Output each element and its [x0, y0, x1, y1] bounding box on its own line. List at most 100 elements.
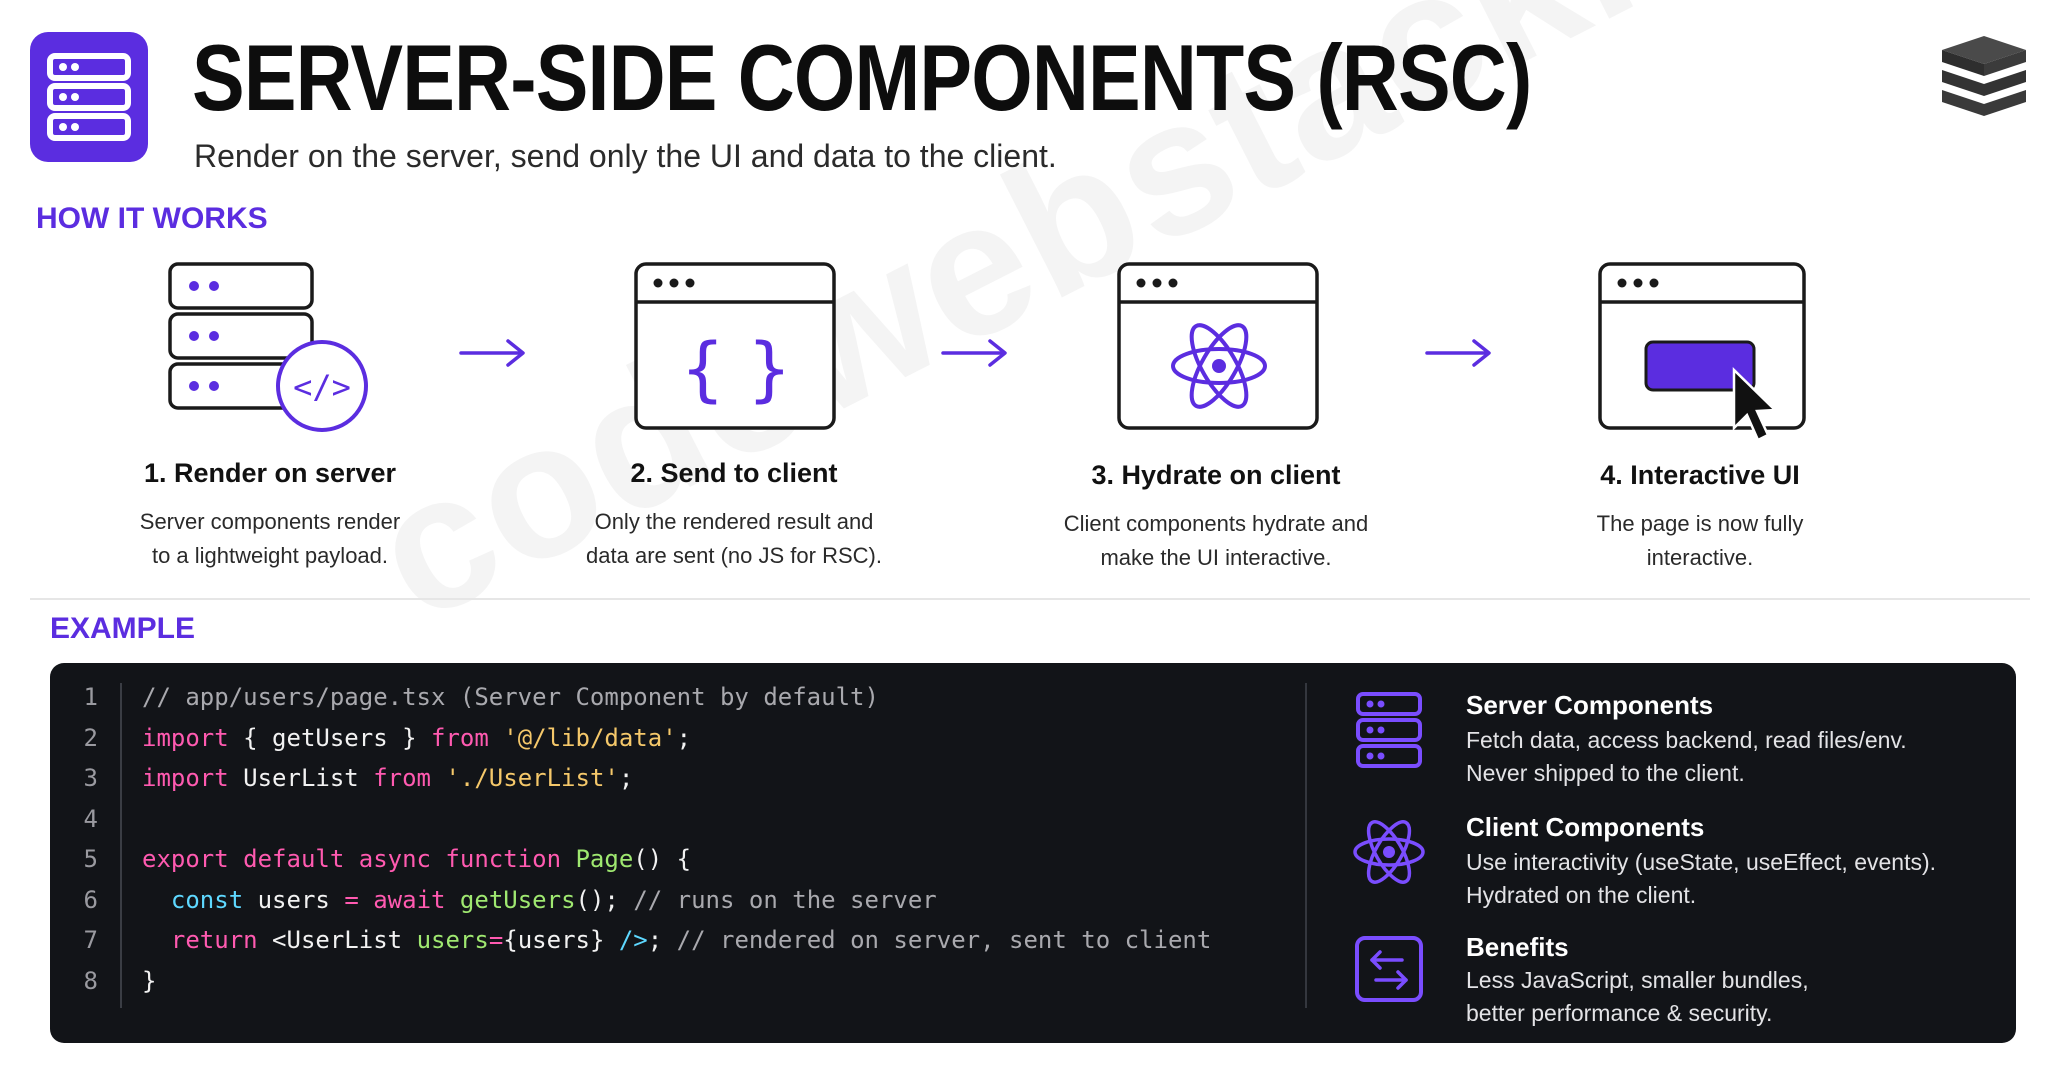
code-token: ; [676, 723, 692, 752]
svg-text:{ }: { } [680, 328, 791, 410]
code-example-panel [50, 663, 2016, 1043]
info-client-components-line-1: Use interactivity (useState, useEffect, … [1466, 849, 1937, 875]
info-server-components-title: Server Components [1466, 690, 1714, 720]
step-1-desc-line-1: Server components render [139, 509, 401, 534]
code-token [142, 926, 171, 954]
code-token: '@/lib/data' [503, 723, 677, 752]
code-token: users [243, 885, 345, 914]
step-3-desc-line-2: make the UI interactive. [1100, 545, 1332, 570]
server-stack-icon [1352, 690, 1426, 770]
info-server-components-line-1: Fetch data, access backend, read files/e… [1466, 727, 1907, 753]
code-token: from [431, 723, 489, 752]
step-4-desc-line-1: The page is now fully [1596, 511, 1804, 536]
step-4-description: The page is now fully interactive. [1470, 507, 1930, 575]
code-token: (); [575, 885, 634, 914]
how-it-works-heading: HOW IT WORKS [36, 202, 268, 235]
info-client-components-line-2: Hydrated on the client. [1466, 882, 1697, 908]
exchange-arrows-icon [1352, 930, 1426, 1010]
line-number: 3 [83, 764, 98, 792]
line-number: 6 [83, 885, 98, 914]
step-1-title: 1. Render on server [143, 458, 397, 488]
code-text: } [142, 961, 156, 1001]
code-token: {users} [503, 926, 619, 954]
line-number: 1 [83, 683, 98, 711]
code-token: UserList [228, 764, 374, 792]
code-token: users [416, 926, 489, 954]
code-token: = [344, 885, 359, 914]
info-benefits-line-2: better performance & security. [1466, 1000, 1773, 1026]
code-token: './UserList' [445, 764, 619, 792]
layered-stack-icon [1936, 30, 2032, 126]
line-number-gutter-divider [120, 683, 122, 1008]
info-client-components-description: Use interactivity (useState, useEffect, … [1466, 846, 1936, 912]
server-code-icon: </> [162, 258, 378, 438]
line-number: 4 [83, 804, 98, 833]
code-token: } [142, 966, 157, 995]
code-token: <UserList [257, 926, 417, 954]
code-token: // app/users/page.tsx (Server Component … [142, 683, 879, 711]
code-token: getUsers [459, 885, 576, 914]
code-token [445, 886, 459, 914]
code-token: // rendered on server, sent to client [676, 926, 1212, 954]
browser-braces-icon: { } [634, 258, 838, 434]
browser-cursor-icon [1598, 258, 1808, 448]
step-2-description: Only the rendered result and data are se… [504, 505, 964, 573]
step-3-title: 3. Hydrate on client [1091, 460, 1341, 490]
code-token: /> [618, 926, 648, 954]
code-token: from [373, 764, 431, 792]
code-token: import [142, 764, 229, 792]
step-1-description: Server components render to a lightweigh… [40, 505, 500, 573]
info-server-components-description: Fetch data, access backend, read files/e… [1466, 724, 1907, 790]
info-client-components-title: Client Components [1466, 812, 1705, 842]
code-token: const [170, 885, 244, 914]
section-divider [30, 598, 2030, 600]
code-token [359, 886, 373, 914]
step-3-desc-line-1: Client components hydrate and [1063, 511, 1369, 536]
react-atom-icon [1352, 812, 1426, 892]
arrow-right-icon [458, 338, 528, 368]
logo-server-stack-icon [30, 32, 148, 162]
info-benefits-title: Benefits [1466, 932, 1569, 962]
info-benefits-description: Less JavaScript, smaller bundles, better… [1466, 964, 1809, 1030]
code-token [561, 845, 575, 873]
code-token [489, 724, 503, 752]
step-1-desc-line-2: to a lightweight payload. [151, 543, 389, 568]
code-token: { getUsers } [228, 723, 431, 752]
code-token: import [142, 723, 229, 752]
code-token: return [170, 926, 258, 954]
code-token: () { [633, 845, 692, 873]
code-text: import UserList from './UserList'; [142, 758, 633, 798]
code-token: await [373, 885, 446, 914]
code-token [431, 764, 445, 792]
page-subtitle: Render on the server, send only the UI a… [194, 138, 1057, 174]
code-token: // runs on the server [633, 885, 937, 914]
step-2-title: 2. Send to client [630, 458, 838, 488]
code-text: return <UserList users={users} />; // re… [142, 920, 1211, 960]
example-heading: EXAMPLE [50, 612, 196, 645]
arrow-right-icon [940, 338, 1010, 368]
step-2-desc-line-1: Only the rendered result and [594, 509, 874, 534]
browser-react-icon [1117, 258, 1321, 434]
line-number: 5 [83, 845, 98, 873]
page-title: SERVER-SIDE COMPONENTS (RSC) [192, 25, 1532, 130]
code-block: 1 // app/users/page.tsx (Server Component… [50, 663, 1300, 1043]
svg-text:</>: </> [293, 368, 351, 406]
code-token: = [488, 926, 504, 954]
code-token: ; [618, 764, 634, 792]
code-text: import { getUsers } from '@/lib/data'; [142, 718, 691, 758]
step-3-description: Client components hydrate and make the U… [986, 507, 1446, 575]
code-text: const users = await getUsers(); // runs … [142, 880, 937, 920]
info-benefits-line-1: Less JavaScript, smaller bundles, [1466, 967, 1809, 993]
line-number: 7 [83, 926, 98, 954]
code-info-divider [1305, 683, 1307, 1008]
info-server-components-line-2: Never shipped to the client. [1466, 760, 1745, 786]
step-4-title: 4. Interactive UI [1600, 460, 1800, 490]
code-text: export default async function Page() { [142, 839, 691, 879]
code-token: Page [575, 845, 634, 873]
code-token [142, 886, 171, 914]
code-token: export default async function [142, 845, 562, 873]
step-4-desc-line-2: interactive. [1646, 545, 1754, 570]
line-number: 8 [83, 966, 98, 995]
code-token: ; [647, 926, 677, 954]
arrow-right-icon [1424, 338, 1494, 368]
